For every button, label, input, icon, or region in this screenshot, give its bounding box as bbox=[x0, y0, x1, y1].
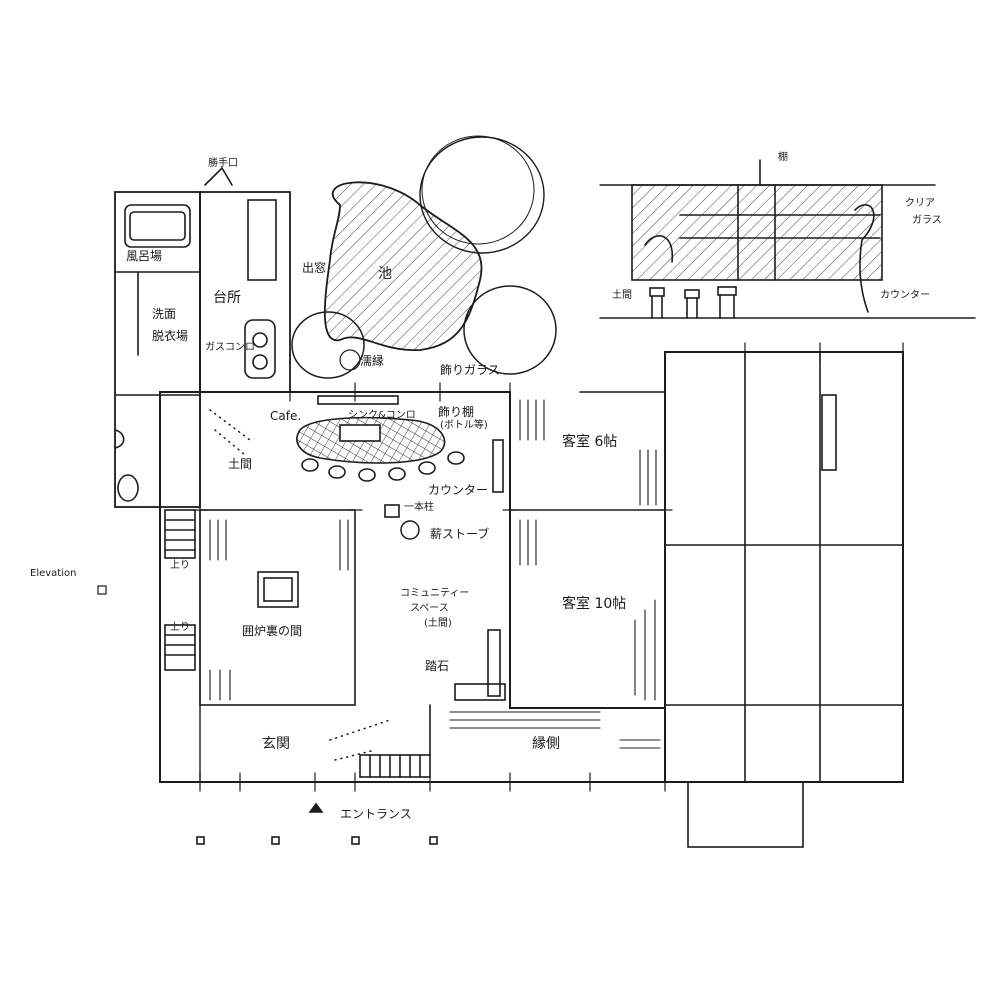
label-pillar: 一本柱 bbox=[404, 502, 434, 513]
label-stepstone: 踏石 bbox=[425, 659, 450, 673]
label-cafe: Cafe. bbox=[270, 409, 302, 423]
label-stove: 薪ストーブ bbox=[430, 527, 490, 541]
label-counter: カウンター bbox=[428, 483, 489, 497]
label-gas: ガスコンロ bbox=[205, 342, 255, 353]
label-up-1: 上り bbox=[170, 560, 190, 571]
label-community: コミュニティー bbox=[400, 588, 470, 599]
toilet bbox=[117, 474, 139, 502]
label-up-2: 上り bbox=[170, 622, 190, 633]
label-genkan: 玄関 bbox=[262, 736, 290, 752]
label-elev-glass: クリア bbox=[905, 198, 935, 209]
label-elev-doma: 土間 bbox=[612, 290, 632, 301]
label-shelf: 飾り棚 bbox=[438, 405, 475, 419]
label-elev-counter: カウンター bbox=[880, 290, 930, 301]
label-glass-case: 飾りガラス bbox=[440, 363, 500, 377]
label-pond: 池 bbox=[378, 266, 392, 282]
wood-stove bbox=[400, 520, 420, 540]
label-storage: 出窓 bbox=[302, 261, 327, 275]
pond bbox=[323, 181, 483, 351]
tree-2 bbox=[463, 285, 557, 375]
tree-3 bbox=[291, 311, 365, 379]
label-veranda: 濡縁 bbox=[360, 354, 385, 368]
label-elev-shelf: 棚 bbox=[778, 152, 788, 163]
label-kitchen-door: 勝手口 bbox=[208, 158, 238, 169]
label-elev-glass2: ガラス bbox=[912, 215, 942, 226]
label-dressing: 脱衣場 bbox=[152, 329, 189, 343]
label-entrance: エントランス bbox=[340, 807, 412, 821]
irori-hearth bbox=[257, 571, 299, 608]
label-kitchen: 台所 bbox=[213, 290, 241, 306]
tree-1 bbox=[419, 136, 545, 254]
label-guest10: 客室 10帖 bbox=[562, 596, 627, 612]
label-irori: 囲炉裏の間 bbox=[242, 624, 303, 638]
elevation-sketch bbox=[599, 159, 976, 319]
label-doma-paren: (土間) bbox=[424, 618, 452, 629]
label-sink: シンク&コンロ bbox=[348, 410, 416, 421]
label-guest6: 客室 6帖 bbox=[562, 434, 618, 450]
label-wash: 洗面 bbox=[152, 307, 177, 321]
label-elevation: Elevation bbox=[30, 568, 77, 579]
label-shelf-note: (ボトル等) bbox=[440, 420, 488, 431]
label-bath: 風呂場 bbox=[126, 249, 163, 263]
label-space: スペース bbox=[410, 603, 449, 614]
label-doma: 土間 bbox=[228, 457, 253, 471]
label-engawa: 縁側 bbox=[532, 736, 560, 752]
